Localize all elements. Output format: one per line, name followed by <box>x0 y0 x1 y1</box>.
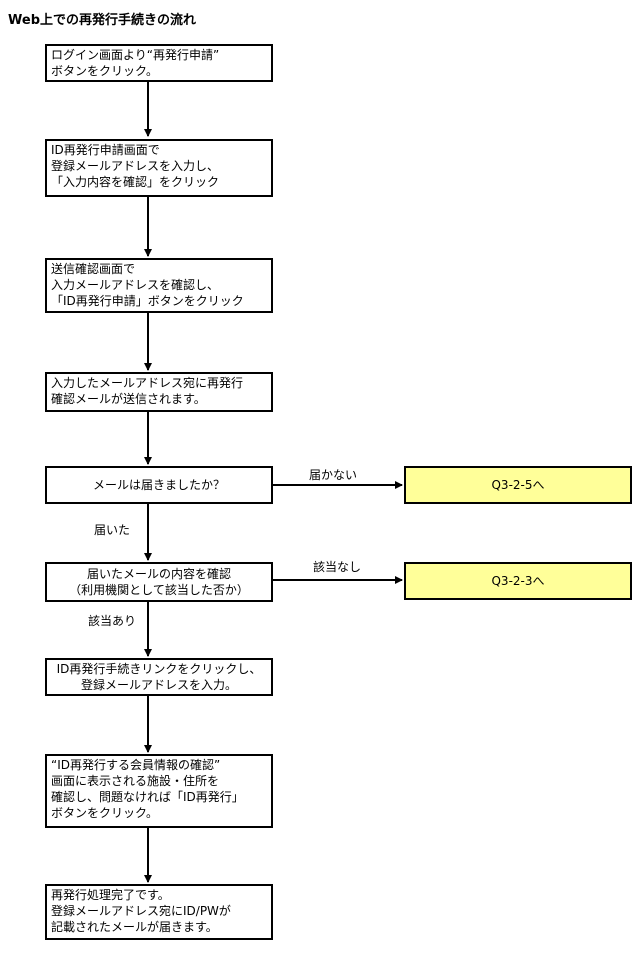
target-text: Q3-2-3へ <box>491 574 545 588</box>
step-text: 記載されたメールが届きます。 <box>51 920 218 934</box>
target-text: Q3-2-5へ <box>491 478 545 492</box>
label-applicable: 該当あり <box>88 614 137 628</box>
step-text: 登録メールアドレスを入力し、 <box>51 159 220 173</box>
step-login-button: ログイン画面より“再発行申請” ボタンをクリック。 <box>45 44 273 82</box>
step-text: 入力したメールアドレス宛に再発行 <box>51 376 244 390</box>
step-text: 入力メールアドレスを確認し、 <box>51 278 220 292</box>
step-text: 確認メールが送信されます。 <box>51 392 206 406</box>
step-text: 画面に表示される施設・住所を <box>51 774 220 788</box>
step-confirmation-mail-sent: 入力したメールアドレス宛に再発行 確認メールが送信されます。 <box>45 372 273 412</box>
label-not-applicable: 該当なし <box>313 560 362 574</box>
step-text: 再発行処理完了です。 <box>51 888 170 902</box>
step-text: 確認し、問題なければ「ID再発行」 <box>51 790 244 804</box>
step-confirm-member-info: “ID再発行する会員情報の確認” 画面に表示される施設・住所を 確認し、問題なけ… <box>45 754 273 828</box>
step-text: ログイン画面より“再発行申請” <box>51 48 220 62</box>
step-text: ボタンをクリック。 <box>51 64 159 78</box>
step-text: 「ID再発行申請」ボタンをクリック <box>51 294 244 308</box>
step-text: （利用機関として該当した否か） <box>69 583 249 597</box>
step-confirm-send: 送信確認画面で 入力メールアドレスを確認し、 「ID再発行申請」ボタンをクリック <box>45 258 273 313</box>
label-not-arrived: 届かない <box>309 468 358 482</box>
step-text: ID再発行手続きリンクをクリックし、 <box>56 662 262 676</box>
step-text: “ID再発行する会員情報の確認” <box>51 758 221 772</box>
step-text: ボタンをクリック。 <box>51 806 159 820</box>
step-check-mail-content: 届いたメールの内容を確認 （利用機関として該当した否か） <box>45 562 273 602</box>
step-text: 届いたメールの内容を確認 <box>86 567 231 581</box>
step-text: 「入力内容を確認」をクリック <box>51 175 220 189</box>
step-text: 送信確認画面で <box>51 262 136 276</box>
page-title: Web上での再発行手続きの流れ <box>8 13 196 28</box>
target-q3-2-3: Q3-2-3へ <box>404 562 632 600</box>
target-q3-2-5: Q3-2-5へ <box>404 466 632 504</box>
step-reissue-complete: 再発行処理完了です。 登録メールアドレス宛にID/PWが 記載されたメールが届き… <box>45 884 273 940</box>
step-id-reissue-form: ID再発行申請画面で 登録メールアドレスを入力し、 「入力内容を確認」をクリック <box>45 139 273 197</box>
decision-mail-arrived: メールは届きましたか？ <box>45 466 273 504</box>
step-text: 登録メールアドレス宛にID/PWが <box>51 904 231 918</box>
decision-text: メールは届きましたか？ <box>92 478 225 492</box>
label-arrived: 届いた <box>94 523 131 537</box>
step-text: ID再発行申請画面で <box>51 143 160 157</box>
step-text: 登録メールアドレスを入力。 <box>80 678 237 692</box>
step-click-reissue-link: ID再発行手続きリンクをクリックし、 登録メールアドレスを入力。 <box>45 658 273 696</box>
